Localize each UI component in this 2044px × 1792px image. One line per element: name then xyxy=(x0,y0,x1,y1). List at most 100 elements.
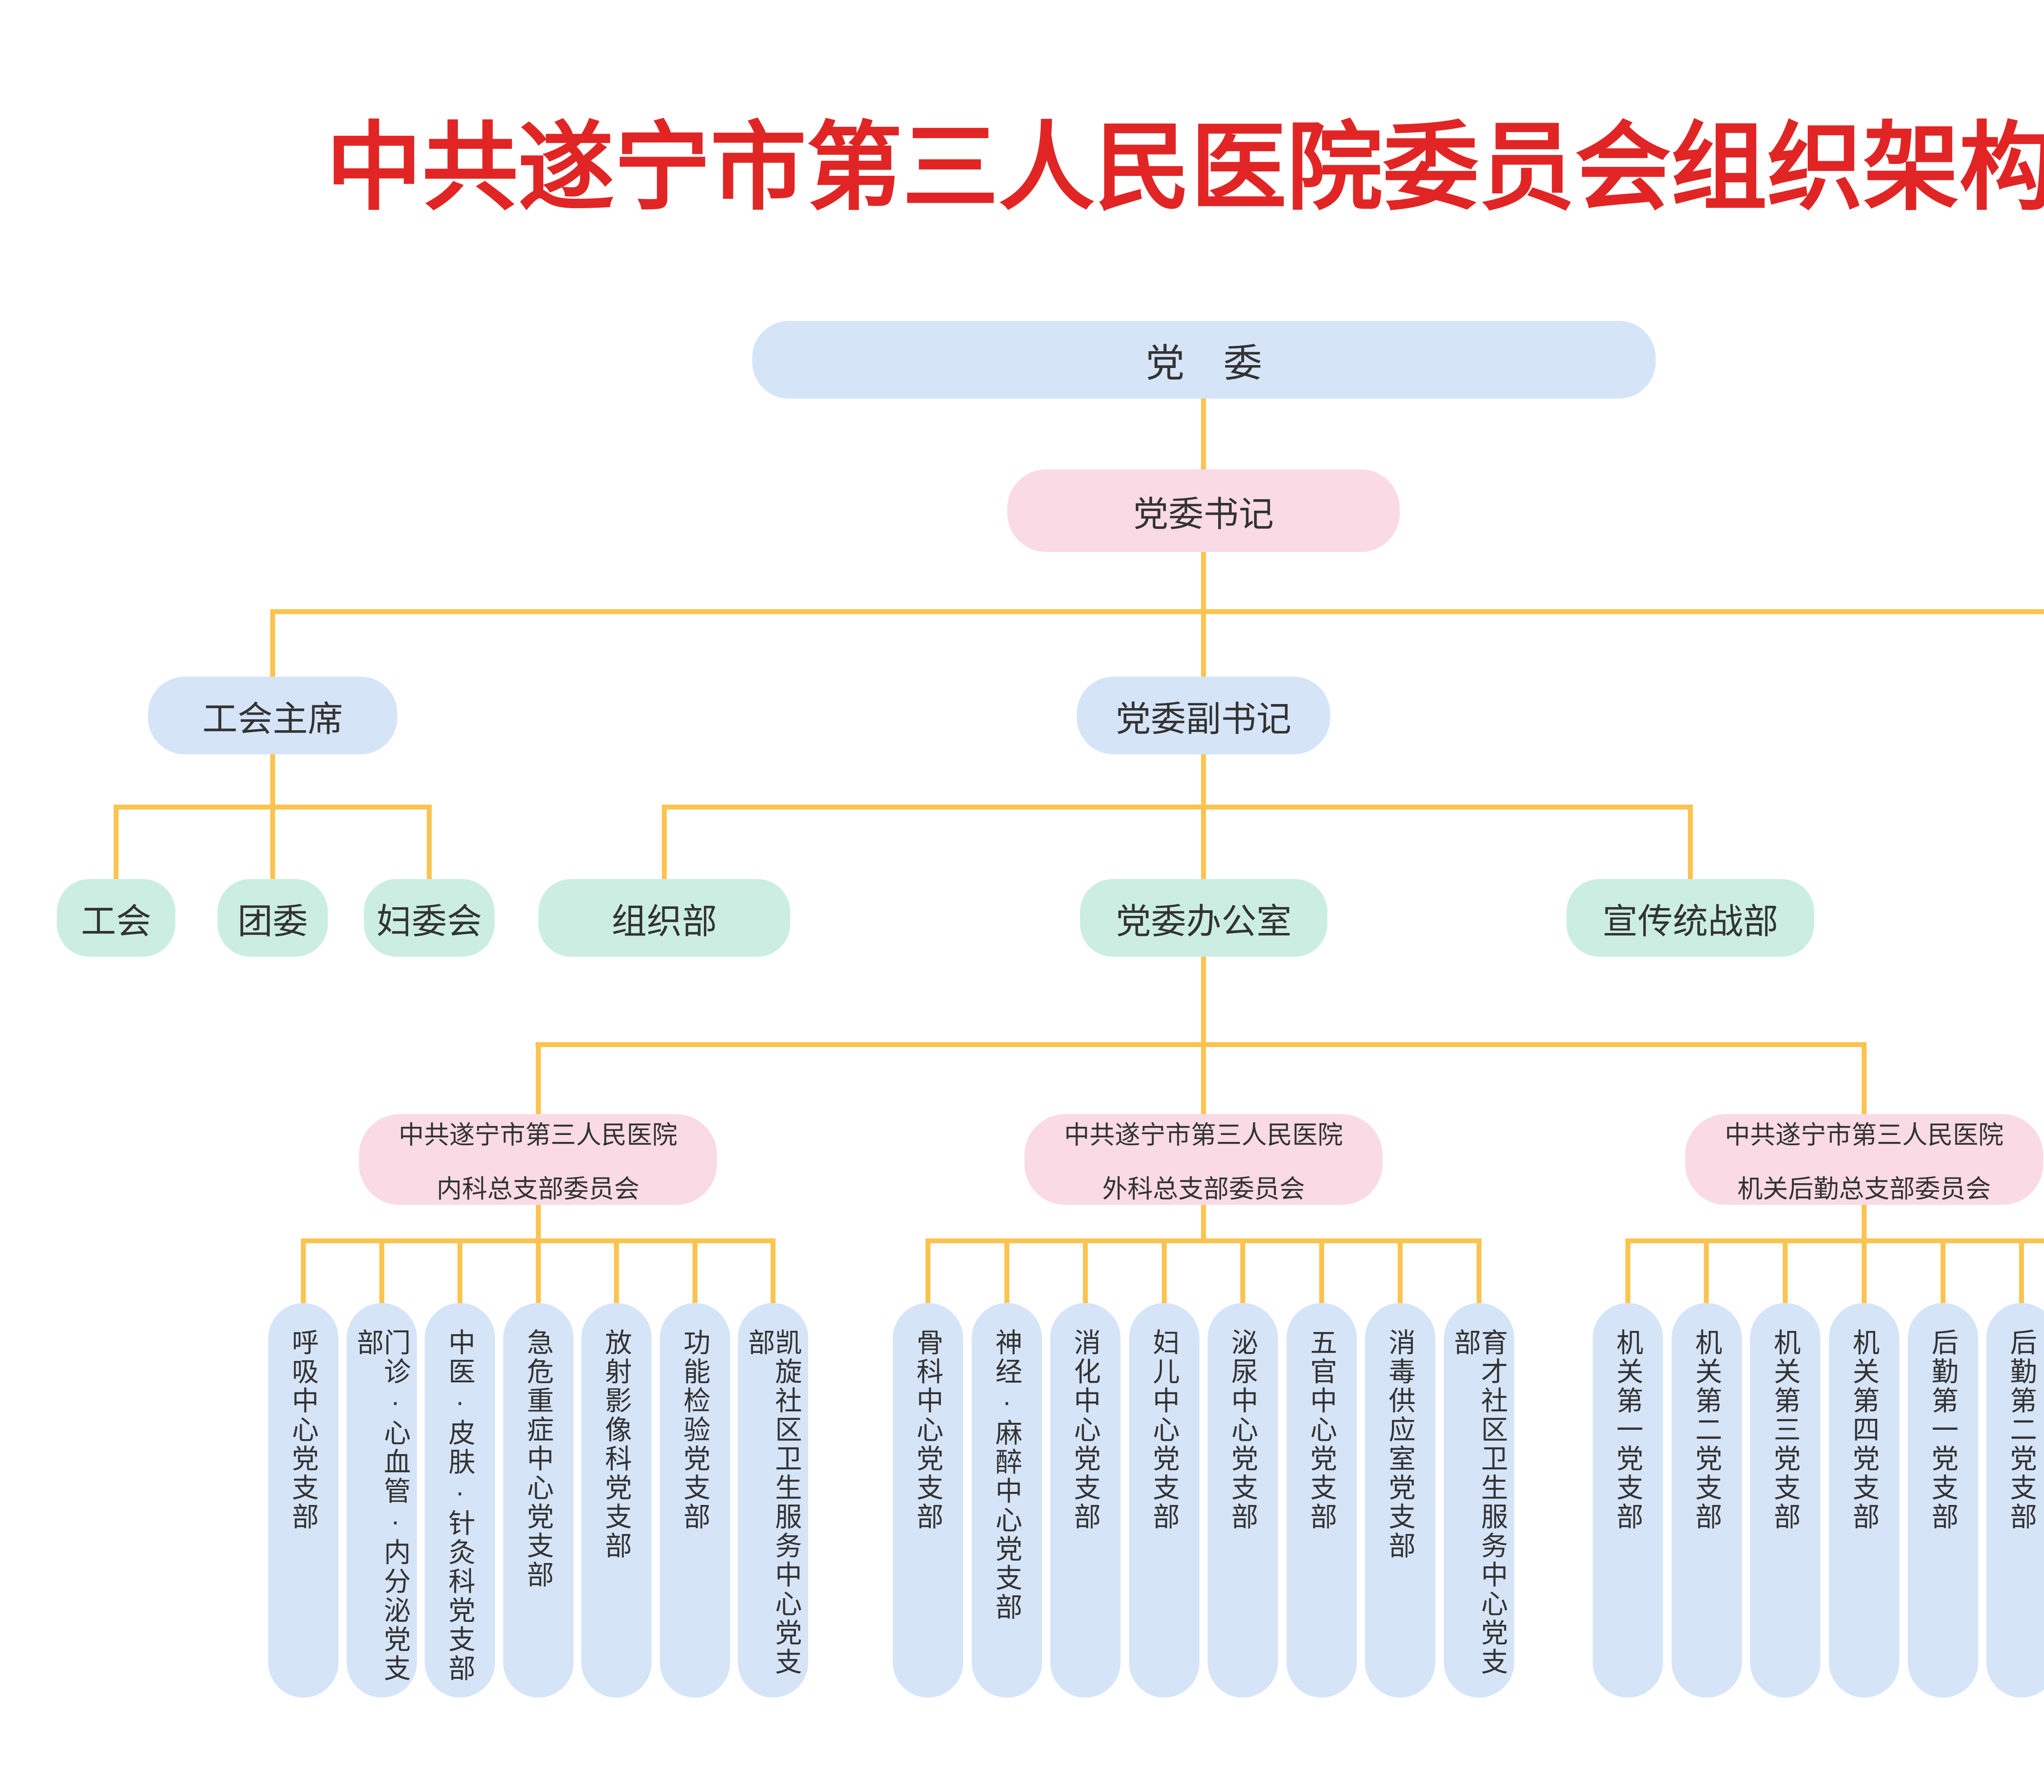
node-label: 组织部 xyxy=(612,902,717,941)
connector-line xyxy=(114,805,432,810)
node-label-line2: 机关后勤总支部委员会 xyxy=(1737,1175,1991,1203)
pill-label: 呼吸中心党支部 xyxy=(288,1328,318,1532)
pill-label: 五官中心党支部 xyxy=(1307,1328,1337,1532)
pill-women-children-branch: 妇儿中心党支部 xyxy=(1129,1303,1199,1698)
pill-logistics-second-branch: 后勤第二党支部 xyxy=(1986,1303,2044,1698)
connector-line xyxy=(693,1238,697,1303)
node-label-line2: 外科总支部委员会 xyxy=(1102,1175,1305,1203)
node-union-chair: 工会主席 xyxy=(148,677,397,754)
pill-label: 育才社区卫生服务中心党支部 xyxy=(1450,1328,1508,1677)
pill-admin-first-branch: 机关第一党支部 xyxy=(1593,1303,1663,1698)
connector-line xyxy=(662,805,1693,810)
pill-label: 机关第二党支部 xyxy=(1692,1328,1722,1532)
connector-line xyxy=(1201,957,1206,1114)
pill-outpatient-cardio-endocrine-branch: 门诊·心血管·内分泌党支部 xyxy=(347,1303,417,1698)
node-label: 宣传统战部 xyxy=(1602,902,1778,941)
connector-line xyxy=(536,1205,541,1303)
connector-line xyxy=(1704,1238,1709,1303)
connector-line xyxy=(1862,1042,1867,1114)
node-label-line1: 中共遂宁市第三人民医院 xyxy=(398,1121,677,1149)
connector-line xyxy=(379,1238,384,1303)
connector-line xyxy=(614,1238,619,1303)
connector-line xyxy=(1477,1238,1481,1303)
connector-line xyxy=(1004,1238,1009,1303)
pill-label: 急危重症中心党支部 xyxy=(523,1328,554,1590)
node-labor-union: 工会 xyxy=(57,879,175,957)
pill-ent-branch: 五官中心党支部 xyxy=(1286,1303,1357,1698)
pill-digestive-branch: 消化中心党支部 xyxy=(1050,1303,1121,1698)
pill-label: 功能检验党支部 xyxy=(680,1328,710,1532)
connector-line xyxy=(270,609,275,677)
node-label: 党 委 xyxy=(1145,341,1262,385)
connector-line xyxy=(771,1238,775,1303)
node-publicity-united-front-dept: 宣传统战部 xyxy=(1567,879,1814,957)
node-deputy-secretary: 党委副书记 xyxy=(1077,677,1330,754)
connector-line xyxy=(301,1238,306,1303)
pill-label: 消化中心党支部 xyxy=(1070,1328,1100,1532)
pill-label: 机关第一党支部 xyxy=(1613,1328,1643,1532)
connector-line xyxy=(270,609,2044,614)
pill-admin-second-branch: 机关第二党支部 xyxy=(1672,1303,1742,1698)
pill-label: 神经·麻醉中心党支部 xyxy=(992,1328,1022,1622)
node-label: 妇委会 xyxy=(377,902,482,941)
connector-line xyxy=(1162,1238,1167,1303)
connector-line xyxy=(457,1238,462,1303)
connector-line xyxy=(1625,1238,2044,1243)
node-internal-general-branch: 中共遂宁市第三人民医院 内科总支部委员会 xyxy=(359,1114,717,1205)
node-label-line2: 内科总支部委员会 xyxy=(436,1175,639,1203)
connector-line xyxy=(1240,1238,1245,1303)
pill-label: 中医·皮肤·针灸科党支部 xyxy=(445,1328,475,1683)
connector-line xyxy=(1319,1238,1324,1303)
connector-line xyxy=(926,1238,930,1303)
connector-line xyxy=(1201,754,1206,879)
pill-orthopedics-branch: 骨科中心党支部 xyxy=(893,1303,963,1698)
pill-admin-third-branch: 机关第三党支部 xyxy=(1750,1303,1820,1698)
pill-label: 放射影像科党支部 xyxy=(601,1328,632,1561)
node-surgery-general-branch: 中共遂宁市第三人民医院 外科总支部委员会 xyxy=(1024,1114,1383,1205)
node-label: 党委办公室 xyxy=(1116,902,1292,941)
node-party-committee: 党 委 xyxy=(752,321,1656,399)
connector-line xyxy=(1783,1238,1788,1303)
connector-line xyxy=(114,805,119,879)
connector-line xyxy=(926,1238,1481,1243)
pill-label: 凯旋社区卫生服务中心党支部 xyxy=(744,1328,802,1677)
pill-critical-care-branch: 急危重症中心党支部 xyxy=(503,1303,574,1698)
node-organization-dept: 组织部 xyxy=(538,879,790,957)
pill-label: 消毒供应室党支部 xyxy=(1385,1328,1415,1561)
connector-line xyxy=(270,754,275,879)
pill-kaixuan-community-branch: 凯旋社区卫生服务中心党支部 xyxy=(738,1303,808,1698)
pill-label: 泌尿中心党支部 xyxy=(1228,1328,1258,1532)
node-label: 党委书记 xyxy=(1133,494,1274,534)
node-label: 工会主席 xyxy=(202,699,343,739)
node-label: 党委副书记 xyxy=(1116,699,1291,739)
pill-urology-branch: 泌尿中心党支部 xyxy=(1208,1303,1278,1698)
pill-sterile-supply-branch: 消毒供应室党支部 xyxy=(1365,1303,1435,1698)
node-party-secretary: 党委书记 xyxy=(1007,469,1400,552)
node-label: 工会 xyxy=(81,902,151,941)
node-youth-league: 团委 xyxy=(217,879,328,957)
node-party-office: 党委办公室 xyxy=(1080,879,1327,957)
node-admin-general-branch: 中共遂宁市第三人民医院 机关后勤总支部委员会 xyxy=(1685,1114,2043,1205)
connector-line xyxy=(662,805,667,879)
pill-label: 机关第三党支部 xyxy=(1770,1328,1800,1532)
connector-line xyxy=(1398,1238,1403,1303)
connector-line xyxy=(1862,1205,1867,1303)
page-title: 中共遂宁市第三人民医院委员会组织架构 xyxy=(326,114,2044,221)
connector-line xyxy=(1201,399,1206,470)
pill-logistics-first-branch: 后勤第一党支部 xyxy=(1908,1303,1978,1698)
node-label-line1: 中共遂宁市第三人民医院 xyxy=(1724,1121,2004,1149)
connector-line xyxy=(1941,1238,1945,1303)
pill-yucai-community-branch: 育才社区卫生服务中心党支部 xyxy=(1444,1303,1514,1698)
connector-line xyxy=(1201,609,1206,677)
pill-neuro-anesthesia-branch: 神经·麻醉中心党支部 xyxy=(972,1303,1042,1698)
pill-radiology-branch: 放射影像科党支部 xyxy=(581,1303,652,1698)
connector-line xyxy=(1688,805,1693,879)
connector-line xyxy=(301,1238,775,1243)
pill-label: 后勤第二党支部 xyxy=(2006,1328,2037,1532)
pill-label: 妇儿中心党支部 xyxy=(1149,1328,1179,1532)
connector-line xyxy=(1201,1205,1206,1243)
node-label-line1: 中共遂宁市第三人民医院 xyxy=(1064,1121,1343,1149)
pill-label: 机关第四党支部 xyxy=(1849,1328,1879,1532)
node-women-committee: 妇委会 xyxy=(364,879,495,957)
